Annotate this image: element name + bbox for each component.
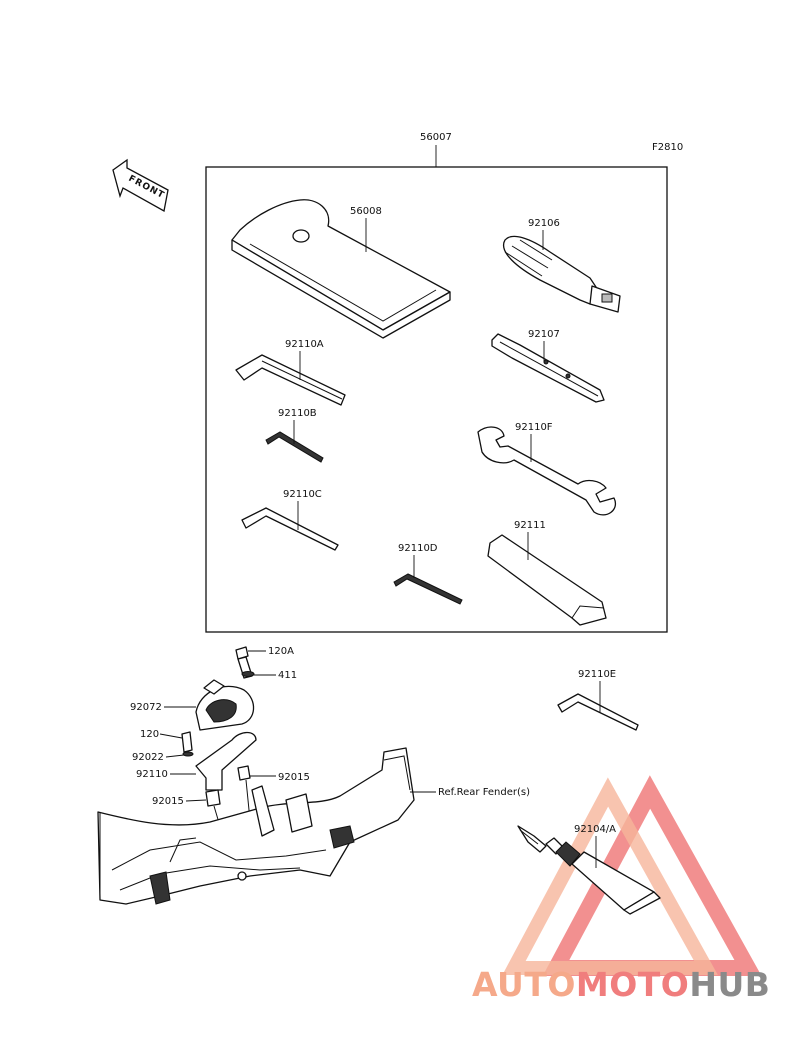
open-end-wrench-icon	[477, 426, 617, 516]
front-arrow-icon: FRONT	[112, 158, 169, 213]
label-92107: 92107	[528, 329, 560, 340]
watermark-hub: HUB	[689, 965, 770, 1004]
label-92104A: 92104/A	[574, 824, 616, 835]
hex-wrench-c-icon	[241, 507, 339, 551]
watermark-moto: MOTO	[576, 965, 689, 1004]
tool-kit-box	[205, 166, 668, 633]
label-92110E: 92110E	[578, 669, 616, 680]
label-92110C: 92110C	[283, 489, 322, 500]
label-92072: 92072	[130, 702, 162, 713]
grease-tube-icon	[517, 825, 661, 915]
screwdriver-bit-icon	[491, 333, 605, 403]
hex-wrench-d-icon	[393, 573, 463, 605]
label-56008: 56008	[350, 206, 382, 217]
label-92110F: 92110F	[515, 422, 553, 433]
label-92110B: 92110B	[278, 408, 317, 419]
hex-wrench-e-icon	[557, 693, 639, 731]
label-92015-left: 92015	[152, 796, 184, 807]
tool-pouch-icon	[231, 199, 451, 339]
hex-wrench-b-icon	[265, 431, 324, 463]
watermark-text: AUTOMOTOHUB	[472, 965, 770, 1004]
label-92110A: 92110A	[285, 339, 324, 350]
screwdriver-handle-icon	[502, 235, 621, 313]
label-92015-right: 92015	[278, 772, 310, 783]
rear-fender-frame-icon	[97, 747, 415, 905]
label-411: 411	[278, 670, 297, 681]
label-92110D: 92110D	[398, 543, 438, 554]
label-92111: 92111	[514, 520, 546, 531]
label-120A: 120A	[268, 646, 294, 657]
extension-bar-icon	[487, 534, 607, 626]
diagram-code: F2810	[652, 142, 683, 153]
ref-note: Ref.Rear Fender(s)	[438, 787, 530, 798]
label-120: 120	[140, 729, 159, 740]
hex-wrench-a-icon	[235, 354, 346, 406]
kit-part-label: 56007	[420, 132, 452, 143]
label-92106: 92106	[528, 218, 560, 229]
label-92110: 92110	[136, 769, 168, 780]
watermark-auto: AUTO	[472, 965, 576, 1004]
label-92022: 92022	[132, 752, 164, 763]
